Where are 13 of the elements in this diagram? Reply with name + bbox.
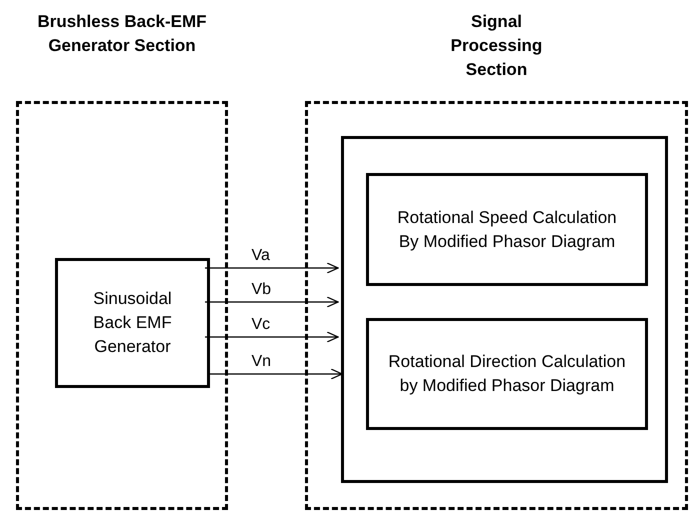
arrow xyxy=(205,296,339,308)
section-heading: Signal Processing Section xyxy=(450,11,544,81)
process-box xyxy=(55,258,210,388)
process-box xyxy=(366,173,648,286)
box-label: Rotational Speed Calculation By Modified Phasor Diagram xyxy=(396,206,618,252)
box-label: Rotational Direction Calculation by Modified Phasor Diagram xyxy=(387,351,627,397)
section-heading: Brushless Back-EMF Generator Section xyxy=(36,11,208,57)
box-label: Sinusoidal Back EMF Generator xyxy=(92,288,173,358)
arrow xyxy=(205,331,339,343)
arrow xyxy=(205,262,339,274)
arrow xyxy=(208,368,343,380)
process-box xyxy=(366,318,648,430)
container-box xyxy=(341,136,668,483)
